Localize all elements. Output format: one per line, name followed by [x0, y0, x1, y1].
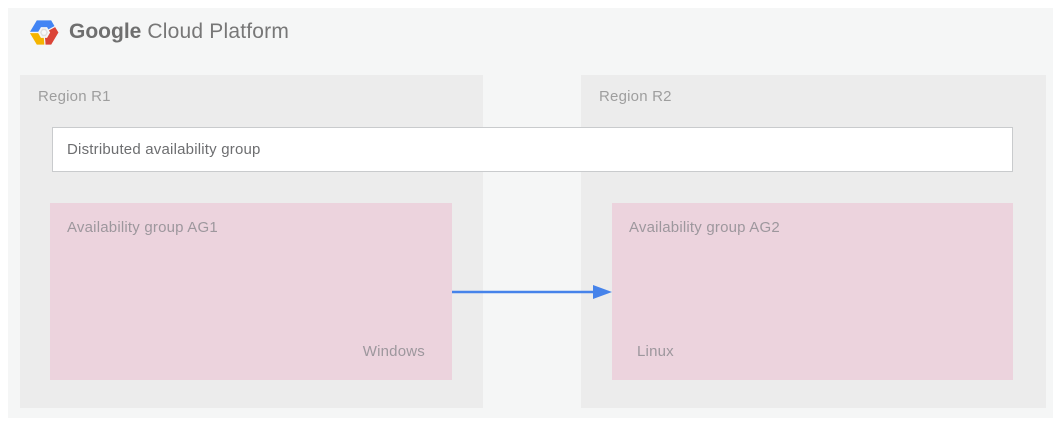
ag2-os-label: Linux	[637, 343, 674, 360]
ag1-os-label: Windows	[362, 343, 425, 360]
replication-arrow-icon	[452, 285, 612, 299]
google-cloud-platform-logo-icon	[28, 18, 60, 46]
brand-wordmark: Google Cloud Platform	[69, 20, 289, 44]
distributed-availability-group-label: Distributed availability group	[67, 141, 261, 158]
availability-group-ag1-box: Availability group AG1 Windows	[50, 203, 452, 380]
header: Google Cloud Platform	[28, 16, 289, 48]
availability-group-ag2-box: Availability group AG2 Linux	[612, 203, 1013, 380]
distributed-availability-group-box: Distributed availability group	[52, 127, 1013, 172]
brand-google: Google	[69, 20, 142, 43]
region-r1-label: Region R1	[38, 88, 111, 105]
availability-group-ag1-label: Availability group AG1	[67, 219, 218, 236]
availability-group-ag2-label: Availability group AG2	[629, 219, 780, 236]
brand-cloud-platform: Cloud Platform	[141, 20, 290, 43]
region-r2-label: Region R2	[599, 88, 672, 105]
